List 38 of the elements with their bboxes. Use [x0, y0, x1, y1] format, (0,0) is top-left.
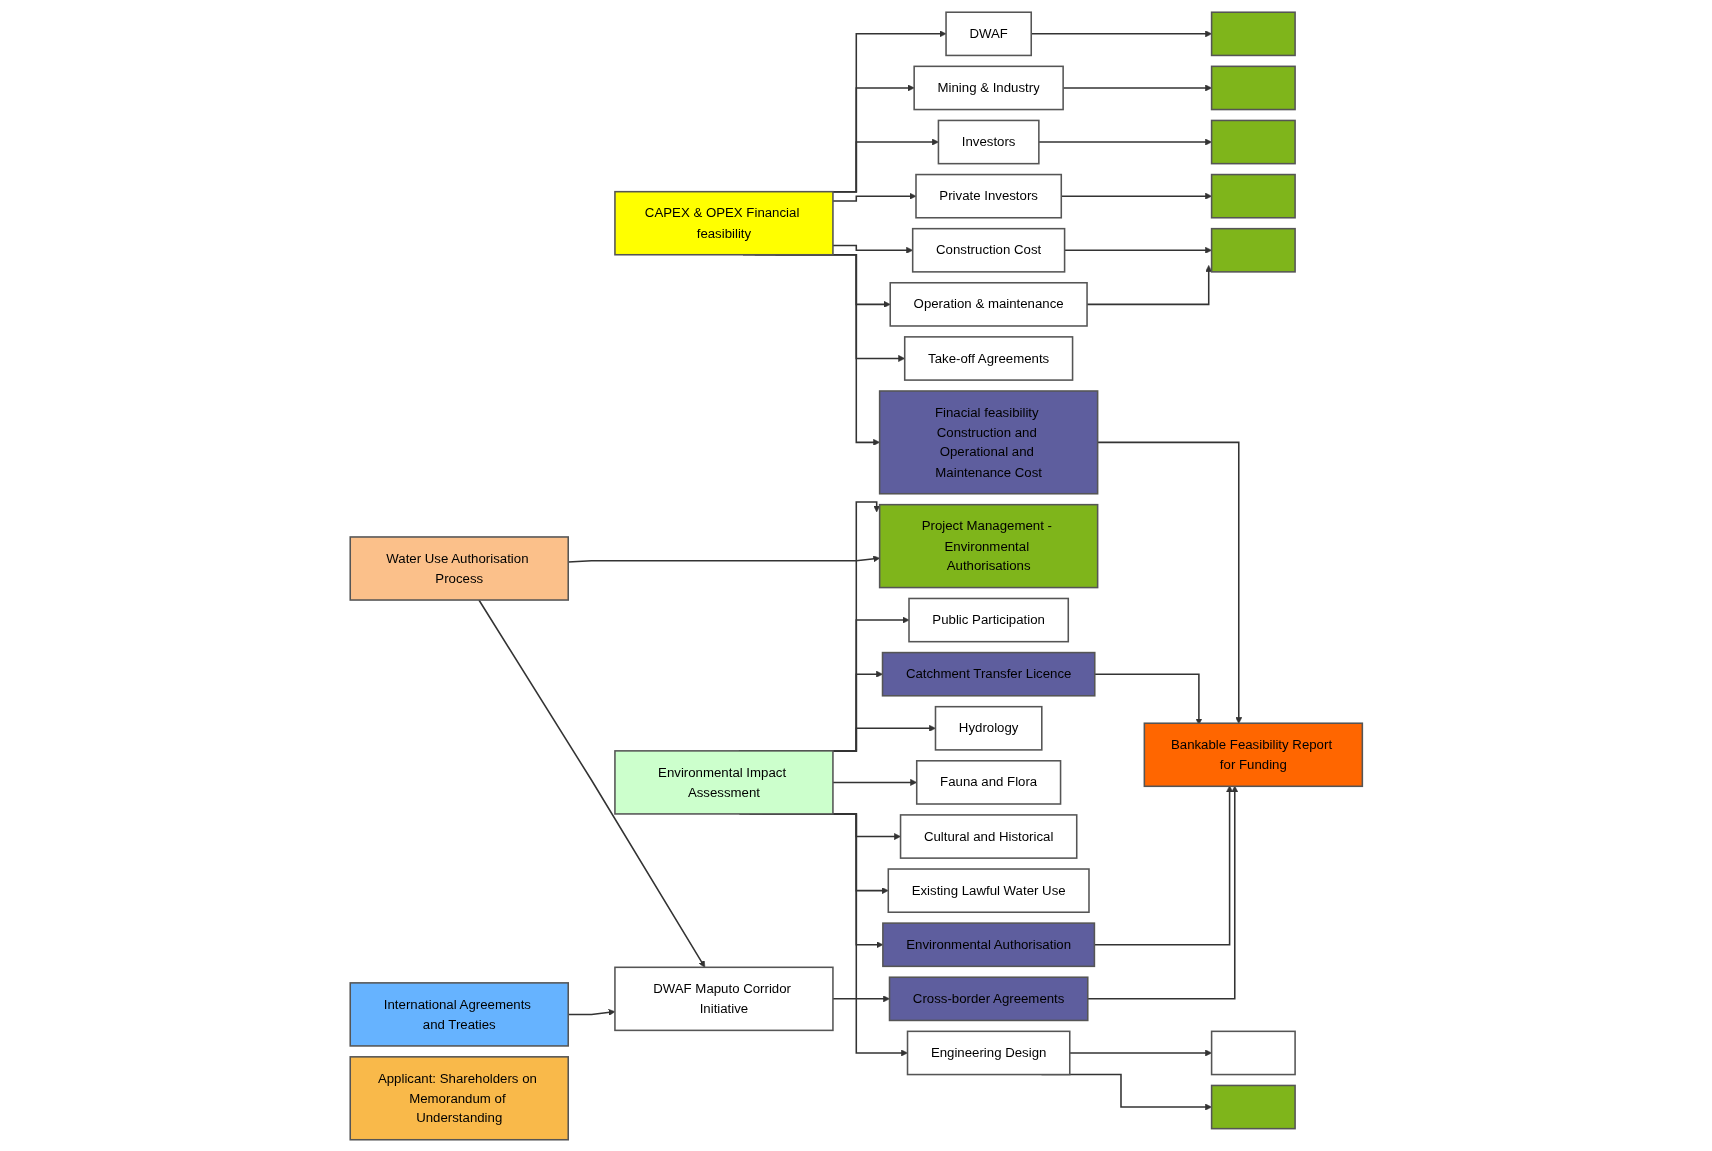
- arrow: [1030, 29, 1212, 37]
- node-box: Private Investors: [914, 173, 1062, 219]
- node-box: Bankable Feasibility Report for Funding: [1143, 721, 1363, 787]
- node-box: [1210, 173, 1296, 219]
- node-box: [1210, 227, 1296, 273]
- node-box: Project Management - Environmental Authorisations: [878, 503, 1099, 588]
- node-box: Cross-border Agreements: [888, 975, 1089, 1021]
- arrow: [567, 554, 880, 563]
- node-box: [1210, 10, 1296, 56]
- node-box: Public Participation: [907, 597, 1069, 642]
- node-box: Mining & Industry: [913, 65, 1064, 110]
- node-box: DWAF: [944, 10, 1032, 56]
- node-box: Existing Lawful Water Use: [887, 867, 1090, 913]
- node-box: CAPEX & OPEX Financial feasibility: [613, 190, 834, 256]
- node-box: Investors: [937, 119, 1040, 164]
- arrow: [1060, 192, 1212, 200]
- arrow: [567, 1008, 615, 1016]
- node-box: [1210, 65, 1296, 110]
- arrow: [1062, 84, 1212, 91]
- node-box: Fauna and Flora: [915, 759, 1062, 805]
- node-box: Operation & maintenance: [889, 281, 1088, 327]
- node-box: Construction Cost: [911, 227, 1066, 273]
- node-box: Cultural and Historical: [899, 813, 1078, 859]
- node-box: Applicant: Shareholders on Memorandum of Understanding: [349, 1055, 569, 1141]
- node-box: [1210, 1030, 1296, 1075]
- node-box: Finacial feasibility Construction and Operational and Maintenance Cost: [878, 389, 1099, 495]
- arrow: [477, 598, 705, 968]
- node-box: Catchment Transfer Licence: [881, 651, 1096, 697]
- node-box: International Agreements and Treaties: [349, 981, 569, 1047]
- node-box: [1210, 1084, 1296, 1129]
- node-box: Environmental Impact Assessment: [613, 749, 834, 815]
- node-box: [1210, 119, 1296, 164]
- node-box: DWAF Maputo Corridor Initiative: [613, 966, 834, 1031]
- node-box: Engineering Design: [906, 1030, 1071, 1075]
- node-box: Water Use Authorisation Process: [349, 535, 569, 601]
- node-box: Take-off Agreements: [903, 335, 1074, 381]
- node-box: Hydrology: [934, 705, 1043, 751]
- node-box: Environmental Authorisation: [881, 921, 1095, 967]
